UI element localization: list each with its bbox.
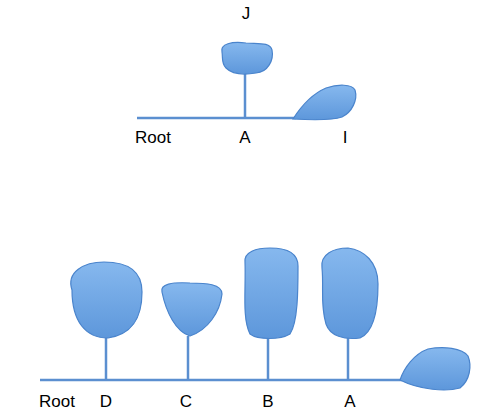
leaf-blob (71, 262, 142, 338)
leaf-blob (245, 248, 298, 339)
leaf-blob (322, 248, 378, 338)
branch-lines (40, 74, 402, 380)
tree-label: C (180, 392, 192, 412)
tree-label: A (344, 392, 355, 412)
tree-label: B (262, 392, 273, 412)
leaf-blob (162, 283, 222, 336)
tree-label: D (100, 392, 112, 412)
tree-label: J (242, 4, 251, 24)
leaf-blob (293, 85, 356, 120)
stem (267, 338, 270, 380)
tree-label: I (343, 128, 348, 148)
tree-label: Root (39, 392, 75, 412)
tree-label: Root (135, 128, 171, 148)
leaf-blobs (71, 42, 470, 390)
stem (187, 336, 190, 380)
tree-label: A (239, 128, 250, 148)
root-line (137, 117, 296, 120)
stem (105, 338, 108, 380)
stem (244, 74, 247, 118)
stem (347, 338, 350, 380)
leaf-blob (222, 42, 273, 74)
leaf-blob (400, 348, 470, 390)
